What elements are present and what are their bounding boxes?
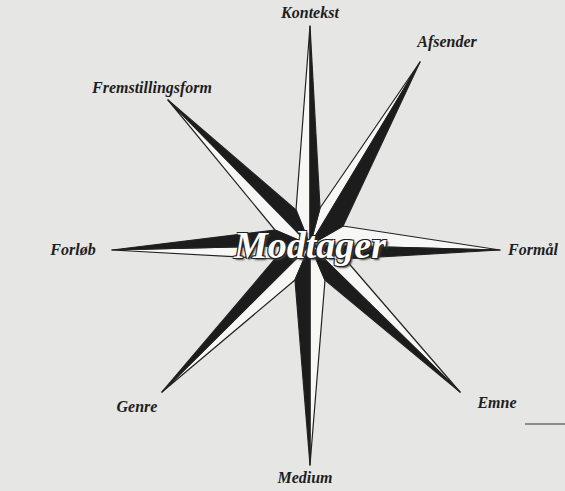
star-ray — [310, 245, 460, 392]
star-ray — [310, 62, 420, 245]
star-ray — [168, 100, 310, 245]
star-ray — [310, 245, 325, 465]
point-label: Formål — [508, 241, 558, 259]
star-ray — [162, 245, 310, 392]
point-label: Kontekst — [281, 4, 339, 22]
star-ray — [310, 245, 460, 392]
star-ray — [162, 245, 310, 392]
point-label: Emne — [477, 394, 516, 412]
star-ray — [168, 100, 310, 245]
point-label: Fremstillingsform — [92, 79, 212, 97]
point-label: Medium — [277, 469, 332, 487]
star-ray — [310, 26, 320, 245]
edge-line — [525, 423, 565, 424]
point-label: Afsender — [417, 33, 477, 51]
star-ray — [295, 245, 310, 465]
point-label: Genre — [117, 398, 158, 416]
center-title: Modtager — [234, 226, 386, 264]
star-ray — [310, 62, 420, 245]
star-ray — [296, 26, 310, 245]
point-label: Forløb — [50, 241, 95, 259]
